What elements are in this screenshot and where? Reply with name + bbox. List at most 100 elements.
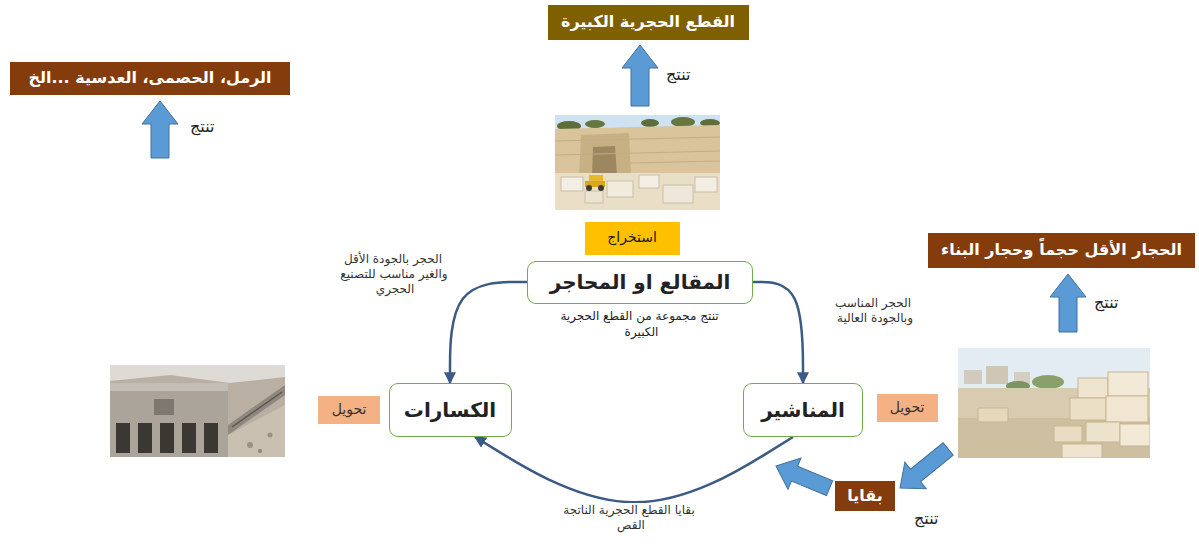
label-text: تنتج (664, 65, 692, 84)
edge-label-text: بقايا القطع الحجرية الناتجة القص (563, 503, 696, 532)
label-text: تنتج (912, 509, 940, 528)
photo-detail (631, 161, 720, 163)
flow-arrow (450, 282, 527, 383)
process-box: المقالع او المحاجر (527, 261, 753, 304)
diagonal-arrow-shape (889, 436, 959, 501)
diagonal-arrow-shape (769, 450, 836, 504)
diagonal-arrow (889, 436, 959, 501)
label-text: تنتج (188, 117, 216, 136)
photo-detail (1032, 375, 1064, 389)
flow-arrow (475, 437, 793, 502)
arrow-label: تنتج (188, 116, 216, 137)
photo-detail (555, 173, 720, 210)
photo-detail (204, 423, 218, 453)
product-box: الرمل، الحصمى، العدسية ...الخ (10, 62, 290, 95)
photo-detail (110, 365, 285, 457)
diagonal-arrow (769, 450, 836, 504)
photo-detail (1078, 378, 1108, 398)
photo-detail (1086, 422, 1120, 442)
photo-detail (1120, 424, 1150, 446)
photo-detail (110, 383, 228, 391)
photo-detail (268, 433, 273, 438)
label-text: تنتج مجموعة من القطع الحجرية الكبيرة (560, 309, 720, 339)
arrow-label: تنتج (912, 508, 940, 529)
photo-detail (663, 185, 693, 203)
photo-detail (555, 137, 720, 141)
edge-label-text: الحجر المناسب وبالجودة العالية (835, 296, 913, 325)
photo-detail (154, 399, 174, 415)
edge-label-text: الحجر بالجودة الأقل والغير مناسب للتصنيع… (340, 252, 447, 296)
node-text: الرمل، الحصمى، العدسية ...الخ (28, 68, 271, 88)
photo-detail (639, 175, 659, 188)
block-arrows (142, 45, 1086, 504)
node-text: بقايا (847, 486, 883, 506)
photo-detail (958, 418, 1150, 458)
up-arrow (1050, 274, 1086, 332)
node-text: القطع الحجرية الكبيرة (561, 12, 735, 32)
photo-detail (116, 423, 130, 453)
edge-label: الحجر بالجودة الأقل والغير مناسب للتصنيع… (330, 252, 458, 297)
photo-detail (110, 383, 228, 457)
photo-detail (138, 423, 152, 453)
crusher-photo (110, 365, 285, 457)
photo-detail (258, 449, 262, 453)
node-text: استخراج (607, 229, 657, 247)
process-tag: تحويل (318, 396, 380, 424)
photo-detail (598, 185, 604, 191)
process-box: الكسارات (389, 383, 512, 437)
node-text: المناشير (761, 398, 845, 423)
node-text: تحويل (332, 401, 367, 419)
process-tag: استخراج (585, 222, 680, 255)
product-box: الحجار الأقل حجماً وحجار البناء (928, 233, 1195, 268)
photo-detail (586, 185, 592, 191)
up-arrow (142, 101, 178, 158)
caption-note: تنتج مجموعة من القطع الحجرية الكبيرة (553, 308, 728, 340)
photo-detail (964, 370, 982, 384)
arrow-label: تنتج (664, 64, 692, 85)
node-text: تحويل (890, 399, 925, 417)
photo-detail (247, 442, 253, 448)
up-arrow (622, 45, 658, 106)
photo-detail (986, 366, 1008, 384)
product-box: القطع الحجرية الكبيرة (548, 5, 749, 40)
photo-detail (958, 388, 1150, 458)
photo-detail (1054, 426, 1082, 442)
photo-detail (1070, 398, 1106, 420)
stone-yard-photo (958, 348, 1150, 458)
photo-detail (110, 365, 285, 457)
photo-detail (695, 177, 717, 192)
node-text: المقالع او المحاجر (550, 270, 731, 295)
photo-detail (585, 191, 603, 203)
photo-detail (110, 365, 285, 383)
flow-arrow (753, 282, 803, 383)
node-text: الحجار الأقل حجماً وحجار البناء (941, 240, 1182, 260)
photo-detail (585, 120, 605, 128)
photo-detail (561, 177, 583, 191)
process-tag: تحويل (877, 394, 938, 422)
edge-label: الحجر المناسب وبالجودة العالية (815, 296, 933, 326)
photo-detail (555, 115, 720, 210)
photo-detail (607, 181, 633, 197)
photo-detail (182, 423, 196, 453)
photo-detail (160, 423, 174, 453)
process-box: المناشير (743, 383, 863, 437)
photo-detail (641, 119, 659, 127)
photo-detail (228, 405, 285, 457)
photo-detail (958, 348, 1150, 458)
photo-detail (1062, 444, 1102, 458)
photo-detail (592, 146, 617, 176)
photo-detail (1108, 372, 1148, 396)
quarry-photo (555, 115, 720, 210)
arrow-label: تنتج (1092, 292, 1120, 313)
product-box: بقايا (835, 481, 895, 511)
photo-detail (555, 115, 720, 210)
label-text: تنتج (1092, 293, 1120, 312)
photo-detail (555, 151, 720, 155)
photo-detail (978, 408, 1008, 422)
photo-detail (1106, 396, 1148, 422)
photo-detail (671, 117, 695, 127)
edge-label: بقايا القطع الحجرية الناتجة القص (555, 503, 705, 533)
photo-detail (555, 125, 720, 179)
